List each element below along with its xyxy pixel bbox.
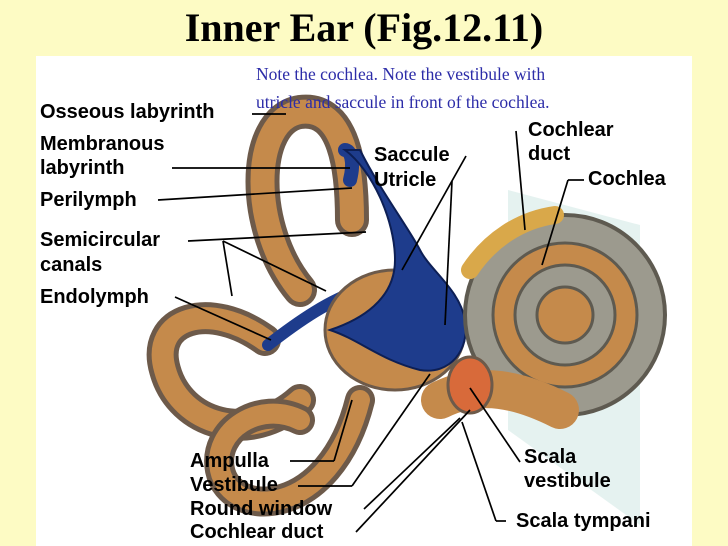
label-scala-tympani: Scala tympani [516,510,651,532]
label-semicircular-line1: Semicircular [40,229,161,251]
label-perilymph: Perilymph [40,189,137,211]
label-saccule: Saccule [374,144,450,166]
label-utricle: Utricle [374,169,437,191]
leader-lines [157,113,584,533]
page-title: Inner Ear (Fig.12.11) [184,5,544,50]
round-window-region [446,355,494,415]
label-osseous-labyrinth: Osseous labyrinth [40,101,215,123]
label-cochlear-duct-top-line2: duct [528,143,571,165]
label-endolymph: Endolymph [40,286,149,308]
label-vestibule: Vestibule [190,474,278,496]
label-cochlear-duct-bottom: Cochlear duct [190,521,324,543]
label-scala-vestibule-line2: vestibule [524,470,611,492]
label-round-window: Round window [190,498,333,520]
vestibulocochlear-nerve [461,206,564,279]
label-ampulla: Ampulla [190,450,269,472]
label-semicircular-line2: canals [40,254,103,276]
label-cochlea: Cochlea [588,168,666,190]
cochlea-shape [463,213,667,417]
caption-line-1: Note the cochlea. Note the vestibule wit… [256,64,546,84]
utricle-saccule [326,149,467,372]
caption-note: Note the cochlea. Note the vestibule wit… [256,60,676,116]
caption-line-2: utricle and saccule in front of the coch… [256,92,550,112]
label-membranous-line1: Membranous [40,133,165,155]
label-scala-vestibule-line1: Scala [524,446,577,468]
label-cochlear-duct-top-line1: Cochlear [528,119,614,141]
label-membranous-line2: labyrinth [40,157,125,179]
